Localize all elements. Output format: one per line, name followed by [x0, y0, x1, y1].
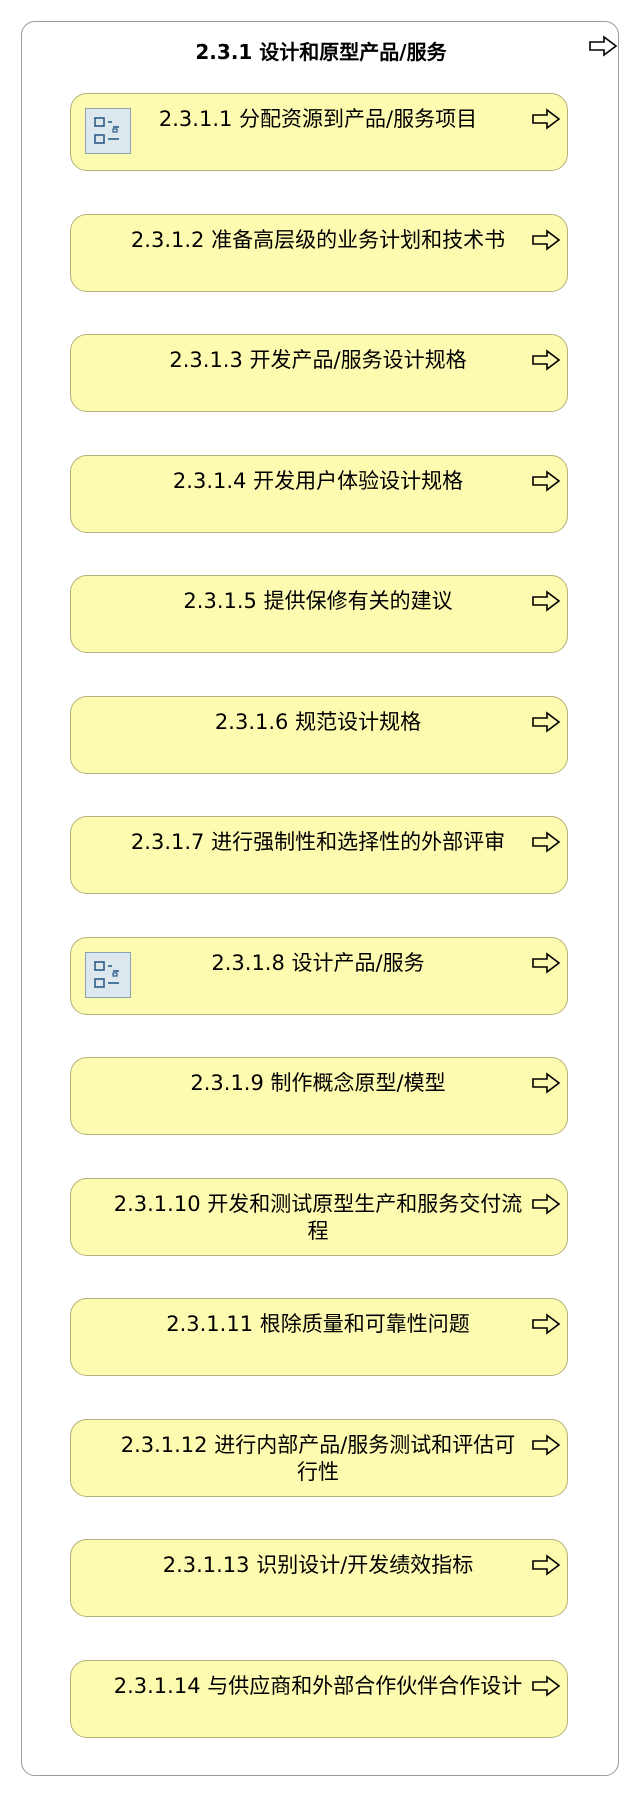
process-card[interactable]: 2.3.1.9 制作概念原型/模型: [70, 1057, 568, 1135]
subprocess-icon[interactable]: [85, 951, 131, 998]
process-card[interactable]: 2.3.1.5 提供保修有关的建议: [70, 575, 568, 653]
arrow-right-outline-icon[interactable]: [531, 710, 561, 733]
arrow-right-outline-icon[interactable]: [531, 951, 561, 974]
arrow-right-outline-icon[interactable]: [531, 1313, 561, 1335]
card-title: 2.3.1.14 与供应商和外部合作伙伴合作设计: [113, 1673, 523, 1698]
process-card[interactable]: 2.3.1.8 设计产品/服务: [70, 936, 568, 1015]
process-card[interactable]: 2.3.1.10 开发和测试原型生产和服务交付流程: [70, 1177, 568, 1256]
process-card[interactable]: 2.3.1.14 与供应商和外部合作伙伴合作设计: [70, 1659, 568, 1738]
card-title: 2.3.1.8 设计产品/服务: [211, 950, 425, 975]
card-title: 2.3.1.13 识别设计/开发绩效指标: [162, 1553, 474, 1577]
card-title: 2.3.1.7 进行强制性和选择性的外部评审: [130, 830, 506, 854]
process-card[interactable]: 2.3.1.13 识别设计/开发绩效指标: [70, 1539, 568, 1617]
card-title: 2.3.1.5 提供保修有关的建议: [183, 589, 453, 613]
process-card[interactable]: 2.3.1.2 准备高层级的业务计划和技术书: [70, 213, 568, 292]
card-title: 2.3.1.1 分配资源到产品/服务项目: [158, 107, 478, 131]
process-card[interactable]: 2.3.1.1 分配资源到产品/服务项目: [70, 93, 568, 171]
arrow-right-outline-icon[interactable]: [531, 349, 561, 371]
process-group-container: 2.3.1 设计和原型产品/服务 2.3.1.1 分配资源到产品/服务项目 2.3…: [21, 21, 619, 1776]
arrow-right-outline-icon[interactable]: [531, 108, 561, 130]
arrow-right-outline-icon[interactable]: [531, 469, 561, 492]
arrow-right-outline-icon[interactable]: [531, 1674, 561, 1697]
arrow-right-outline-icon[interactable]: [531, 1192, 561, 1215]
arrow-right-outline-icon[interactable]: [531, 831, 561, 853]
process-card[interactable]: 2.3.1.11 根除质量和可靠性问题: [70, 1298, 568, 1376]
card-title: 2.3.1.6 规范设计规格: [214, 709, 422, 734]
container-title: 2.3.1 设计和原型产品/服务: [195, 40, 447, 64]
process-card[interactable]: 2.3.1.6 规范设计规格: [70, 695, 568, 774]
process-card[interactable]: 2.3.1.7 进行强制性和选择性的外部评审: [70, 816, 568, 894]
subprocess-icon[interactable]: [85, 108, 131, 154]
card-title: 2.3.1.2 准备高层级的业务计划和技术书: [130, 227, 506, 252]
arrow-right-outline-icon[interactable]: [531, 1433, 561, 1456]
card-title: 2.3.1.12 进行内部产品/服务测试和评估可行性: [120, 1432, 516, 1484]
process-card[interactable]: 2.3.1.4 开发用户体验设计规格: [70, 454, 568, 533]
arrow-right-outline-icon[interactable]: [531, 228, 561, 251]
process-card[interactable]: 2.3.1.3 开发产品/服务设计规格: [70, 334, 568, 412]
arrow-right-outline-icon[interactable]: [531, 1554, 561, 1576]
card-title: 2.3.1.3 开发产品/服务设计规格: [169, 348, 467, 372]
card-title: 2.3.1.10 开发和测试原型生产和服务交付流程: [113, 1191, 523, 1243]
card-title: 2.3.1.4 开发用户体验设计规格: [172, 468, 464, 493]
card-title: 2.3.1.11 根除质量和可靠性问题: [166, 1312, 470, 1336]
arrow-right-outline-icon[interactable]: [588, 35, 618, 57]
arrow-right-outline-icon[interactable]: [531, 1072, 561, 1094]
card-title: 2.3.1.9 制作概念原型/模型: [190, 1071, 446, 1095]
process-card[interactable]: 2.3.1.12 进行内部产品/服务测试和评估可行性: [70, 1418, 568, 1497]
arrow-right-outline-icon[interactable]: [531, 590, 561, 612]
